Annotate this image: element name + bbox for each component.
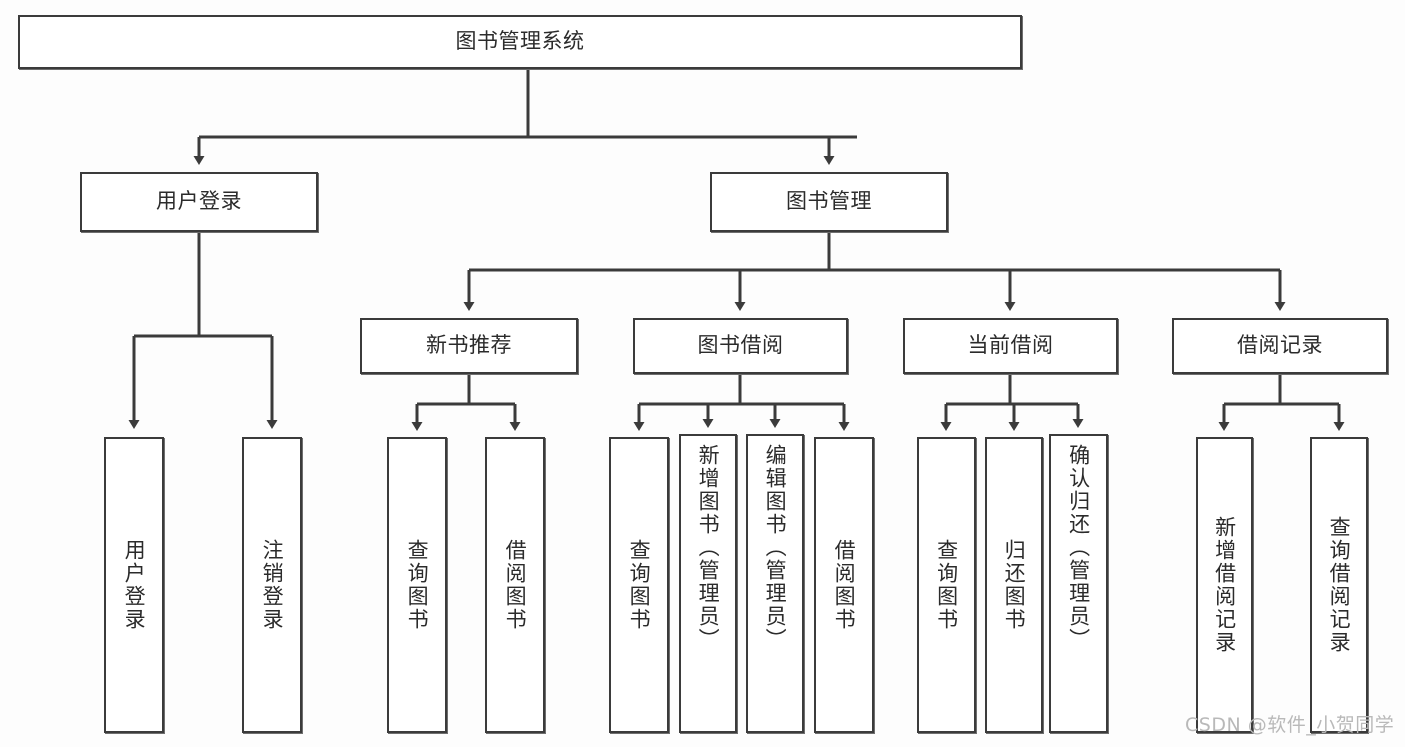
- node-root[interactable]: 图书管理系统: [18, 15, 1022, 69]
- node-new-book-rec[interactable]: 新书推荐: [360, 318, 578, 374]
- node-leaf-return-book[interactable]: 归还图书: [985, 437, 1043, 733]
- node-leaf-query-book-2[interactable]: 查询图书: [609, 437, 669, 733]
- node-leaf-query-book-1[interactable]: 查询图书: [387, 437, 447, 733]
- node-leaf-borrow-book-1[interactable]: 借阅图书: [485, 437, 545, 733]
- watermark: CSDN @软件_小贺同学: [1185, 714, 1395, 736]
- node-book-borrow[interactable]: 图书借阅: [633, 318, 848, 374]
- node-leaf-query-book-3-label: 查询图书: [934, 539, 959, 631]
- node-leaf-query-book-2-label: 查询图书: [627, 539, 652, 631]
- node-leaf-edit-book-label: 编辑图书（管理员）: [763, 444, 788, 651]
- node-leaf-edit-book[interactable]: 编辑图书（管理员）: [746, 434, 804, 733]
- node-book-manage-label: 图书管理: [786, 189, 872, 214]
- node-leaf-user-login-label: 用户登录: [122, 539, 147, 631]
- node-book-manage[interactable]: 图书管理: [710, 172, 948, 232]
- node-new-book-rec-label: 新书推荐: [426, 333, 512, 358]
- node-borrow-record-label: 借阅记录: [1237, 333, 1323, 358]
- node-leaf-user-logout[interactable]: 注销登录: [242, 437, 302, 733]
- node-leaf-add-book[interactable]: 新增图书（管理员）: [679, 434, 737, 733]
- node-leaf-query-record[interactable]: 查询借阅记录: [1310, 437, 1368, 733]
- node-leaf-borrow-book-2[interactable]: 借阅图书: [814, 437, 874, 733]
- node-leaf-query-book-1-label: 查询图书: [405, 539, 430, 631]
- node-root-label: 图书管理系统: [455, 29, 585, 54]
- node-leaf-borrow-book-2-label: 借阅图书: [832, 539, 857, 631]
- node-leaf-user-logout-label: 注销登录: [260, 539, 285, 631]
- node-current-borrow-label: 当前借阅: [967, 333, 1054, 358]
- node-leaf-confirm-return[interactable]: 确认归还（管理员）: [1049, 434, 1108, 733]
- node-leaf-add-record-label: 新增借阅记录: [1212, 516, 1237, 654]
- node-leaf-borrow-book-1-label: 借阅图书: [503, 539, 528, 631]
- node-leaf-query-book-3[interactable]: 查询图书: [917, 437, 976, 733]
- node-book-borrow-label: 图书借阅: [697, 333, 784, 358]
- node-leaf-confirm-return-label: 确认归还（管理员）: [1066, 444, 1091, 651]
- node-user-login[interactable]: 用户登录: [80, 172, 318, 232]
- node-leaf-add-record[interactable]: 新增借阅记录: [1196, 437, 1253, 733]
- node-leaf-return-book-label: 归还图书: [1002, 539, 1027, 631]
- node-leaf-add-book-label: 新增图书（管理员）: [696, 444, 721, 651]
- node-leaf-user-login[interactable]: 用户登录: [104, 437, 164, 733]
- node-user-login-label: 用户登录: [156, 189, 242, 214]
- node-leaf-query-record-label: 查询借阅记录: [1327, 516, 1352, 654]
- node-borrow-record[interactable]: 借阅记录: [1172, 318, 1388, 374]
- node-current-borrow[interactable]: 当前借阅: [903, 318, 1118, 374]
